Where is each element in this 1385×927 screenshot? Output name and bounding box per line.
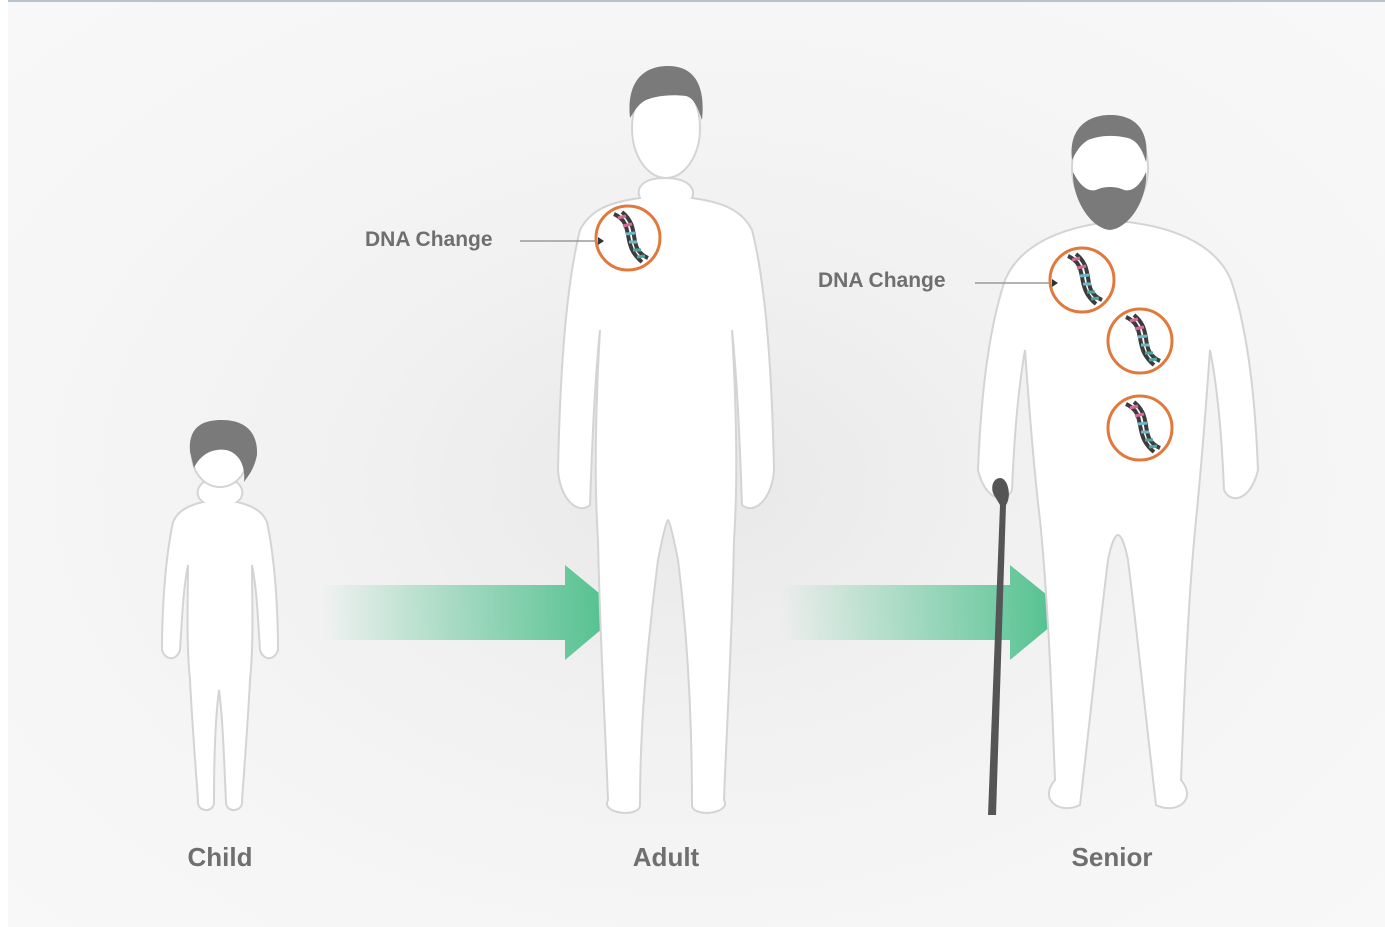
child-figure xyxy=(162,420,278,810)
adult-dna-change-label: DNA Change xyxy=(365,228,493,252)
cane xyxy=(988,478,1009,815)
stage-label-child: Child xyxy=(120,842,320,873)
arrow-child-to-adult xyxy=(320,565,622,660)
senior-dna-change-label: DNA Change xyxy=(818,269,946,293)
arrow-adult-to-senior xyxy=(780,565,1068,660)
stage-label-adult: Adult xyxy=(566,842,766,873)
senior-figure xyxy=(978,115,1258,808)
adult-figure xyxy=(558,66,774,813)
stage-label-senior: Senior xyxy=(1012,842,1212,873)
